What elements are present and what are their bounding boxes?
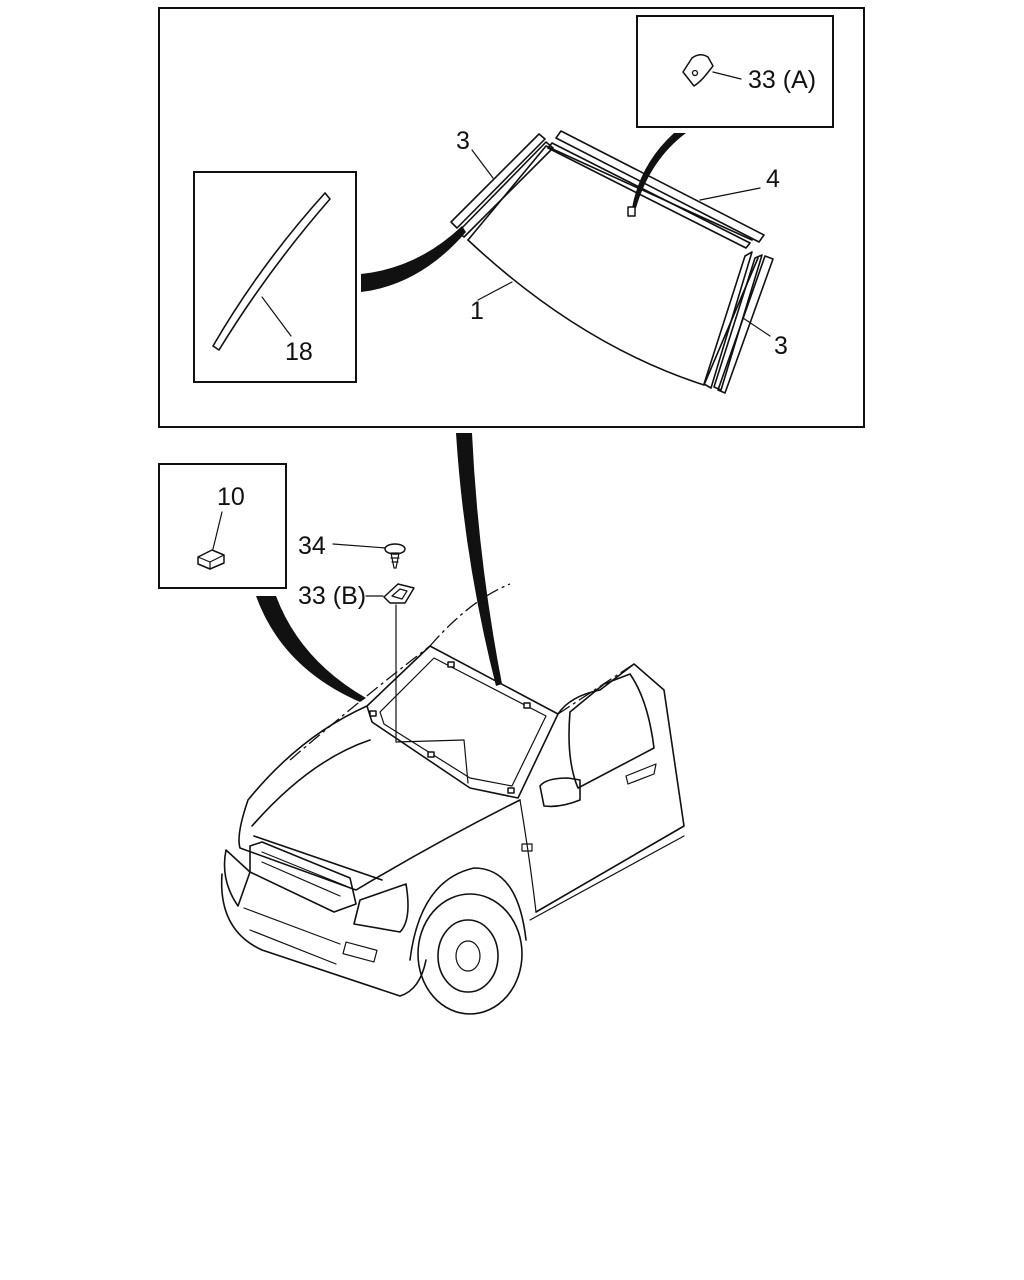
clip-a-icon (682, 54, 714, 87)
spacer-pointer (256, 596, 366, 702)
clip-b-detail (391, 588, 408, 600)
door-lower-edge (519, 799, 685, 921)
clip-a-hole (691, 69, 699, 77)
dam-inset: 18 (193, 171, 357, 383)
clip-a-location (627, 206, 636, 217)
glass-leader (477, 281, 513, 301)
vehicle-clip-3 (523, 702, 531, 709)
windshield-pointer (456, 433, 502, 686)
dam-strip (212, 192, 331, 351)
bumper-lines (243, 907, 341, 965)
vehicle-clip-line (395, 739, 465, 743)
spacer-icon-edges (197, 554, 225, 570)
door-window (568, 673, 655, 789)
top-molding-outer (555, 130, 765, 243)
callout-34: 34 (298, 532, 326, 560)
callout-10: 10 (217, 483, 245, 511)
hood-front-edge (253, 835, 383, 881)
clip-b-part: 33 (B) (298, 582, 415, 743)
fog-light (342, 941, 378, 963)
top-molding: 4 (547, 130, 780, 249)
screw-thread (390, 552, 400, 569)
door-outline (535, 663, 685, 913)
right-molding-a (703, 251, 753, 389)
screw-head (384, 543, 406, 555)
screw-part: 34 (298, 532, 406, 569)
front-tire (417, 893, 523, 1015)
front-bumper (220, 873, 427, 997)
vehicle-clip-line-2 (463, 739, 469, 784)
right-side-molding: 3 (703, 251, 788, 394)
spacer-inset: 10 (158, 463, 287, 589)
left-side-molding: 3 (450, 127, 554, 238)
grille-bars (261, 851, 347, 897)
hood-outline (238, 705, 521, 891)
dam-leader (261, 296, 292, 337)
spacer-leader (212, 511, 223, 550)
dam-pointer (361, 226, 466, 292)
roof-phantom-line (429, 583, 635, 715)
left-molding-inner (457, 141, 554, 238)
wheel-arch (409, 867, 527, 961)
top-molding-inner (547, 142, 751, 249)
vehicle-front-view (220, 583, 685, 1015)
vehicle-clip-1 (369, 710, 377, 717)
callout-3-right: 3 (774, 332, 788, 360)
screw-leader (332, 543, 387, 549)
headlight-left (223, 849, 251, 907)
clip-a-leader (712, 71, 742, 80)
clip-b-body (383, 583, 415, 604)
glass-outline-lower (467, 239, 759, 386)
left-molding-outer (450, 133, 546, 229)
clip-a-inset-frame (636, 15, 834, 128)
windshield-detail-panel: 33 (A) 1 4 3 (158, 7, 865, 428)
vehicle-clip-5 (507, 787, 515, 794)
right-molding-leader (742, 317, 771, 337)
cowl-phantom-line (289, 645, 431, 761)
spacer-icon (197, 549, 225, 570)
front-rim (437, 919, 499, 993)
wheel-hub (455, 940, 481, 972)
vehicle-clip-2 (447, 661, 455, 668)
side-marker-light (521, 843, 533, 852)
left-molding-leader (471, 149, 494, 179)
vehicle-windshield-inner (379, 657, 547, 787)
headlight-right (353, 883, 409, 933)
callout-33b: 33 (B) (298, 582, 366, 610)
spacer-inset-frame (158, 463, 287, 589)
callout-1: 1 (470, 297, 484, 325)
clip-a-inset: 33 (A) (636, 15, 834, 128)
side-mirror (539, 777, 581, 808)
door-handle (625, 763, 657, 785)
right-molding-b (713, 254, 763, 391)
right-molding-c (717, 255, 774, 394)
glass-outline-upper (467, 145, 753, 241)
callout-4: 4 (766, 165, 780, 193)
clip-a-pointer (632, 133, 686, 208)
dam-inset-frame (193, 171, 357, 383)
hood-crease (251, 739, 371, 827)
callout-18: 18 (285, 338, 313, 366)
detail-panel-frame (158, 7, 865, 428)
vehicle-clip-4 (427, 751, 435, 758)
callout-3-left: 3 (456, 127, 470, 155)
top-molding-leader (699, 187, 761, 201)
callout-33a: 33 (A) (748, 66, 816, 94)
